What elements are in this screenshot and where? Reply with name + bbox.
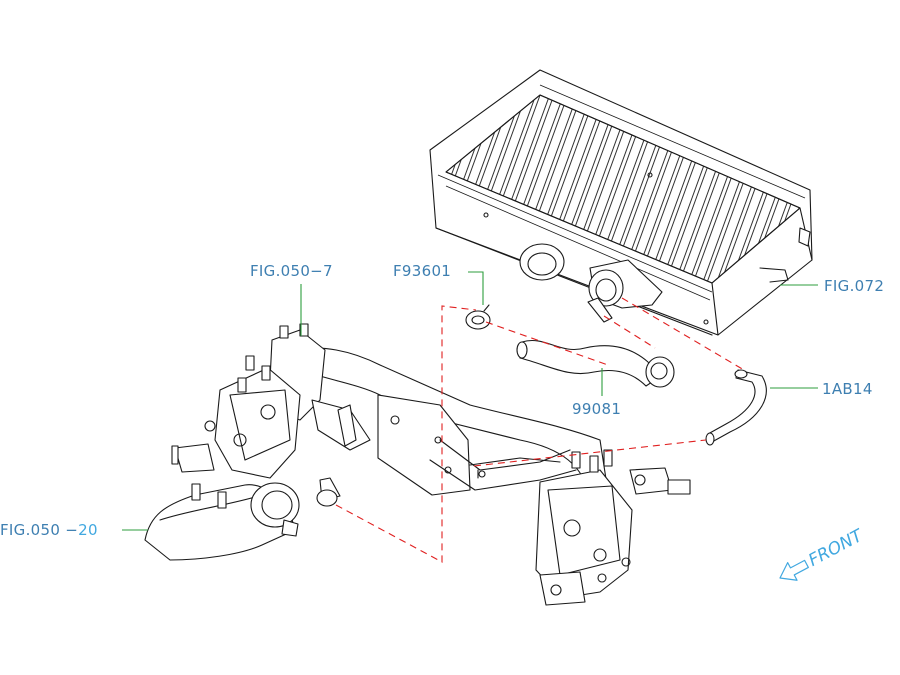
intercooler — [429, 69, 813, 336]
label-fig-050-20-main: FIG.050 − — [0, 521, 79, 539]
air-intake-duct — [144, 477, 341, 561]
label-fig-050-7[interactable]: FIG.050−7 — [250, 262, 333, 280]
hose-1ab14 — [705, 369, 767, 446]
label-fig-072[interactable]: FIG.072 — [824, 277, 885, 295]
label-99081[interactable]: 99081 — [572, 400, 622, 418]
label-fig-050-20-suffix: 20 — [78, 521, 98, 539]
connection-lines — [335, 297, 745, 563]
clamp-f93601 — [465, 304, 491, 330]
label-f93601[interactable]: F93601 — [393, 262, 452, 280]
hose-99081 — [516, 340, 675, 388]
intake-manifold — [171, 323, 691, 606]
leader-f93601 — [468, 271, 484, 305]
leader-lines — [122, 271, 818, 531]
label-1ab14[interactable]: 1AB14 — [822, 380, 873, 398]
front-arrow-label: FRONT — [805, 525, 867, 571]
label-fig-050-20[interactable]: FIG.050 −20 — [0, 521, 98, 539]
front-arrow: FRONT — [779, 525, 867, 581]
